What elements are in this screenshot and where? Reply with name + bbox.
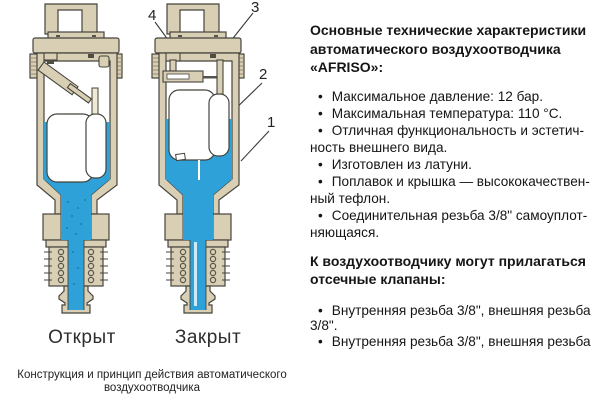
spring-coils bbox=[57, 248, 95, 284]
lever-closed bbox=[162, 52, 224, 95]
spring-coils bbox=[179, 248, 217, 284]
state-label-open: Открыт bbox=[48, 327, 116, 348]
state-label-closed: Закрыт bbox=[174, 327, 242, 348]
callout-4: 4 bbox=[148, 7, 157, 24]
air-vent-diagram: 1 2 3 4 Открыт Закрыт Конструкция и прин… bbox=[17, 0, 287, 394]
lever-open bbox=[37, 52, 110, 104]
feature-item: Максимальное давление: 12 бар. bbox=[310, 88, 598, 105]
feature-item: Соединительная резьба 3/8" самоуплот- ня… bbox=[310, 207, 598, 241]
feature-item: Изготовлен из латуни. bbox=[310, 156, 598, 173]
callout-2: 2 bbox=[259, 66, 268, 83]
callout-1: 1 bbox=[267, 114, 276, 131]
valve-options-list: Внутренняя резьба 3/8", внешняя резьба 3… bbox=[310, 303, 598, 350]
features-list: Максимальное давление: 12 бар. Максималь… bbox=[310, 88, 598, 241]
figure-caption: Конструкция и принцип действия автоматич… bbox=[17, 369, 287, 394]
callout-3: 3 bbox=[251, 0, 260, 16]
air-vent-open-illustration bbox=[29, 3, 123, 314]
float-down bbox=[46, 87, 107, 183]
specs-panel: Основные технические характеристики авто… bbox=[310, 21, 598, 349]
feature-item: Отличная функциональность и эстетич- нос… bbox=[310, 122, 598, 156]
valve-option-item: Внутренняя резьба 3/8", внешняя резьба bbox=[310, 334, 598, 350]
feature-item: Поплавок и крышка — высококачествен- ный… bbox=[310, 173, 598, 207]
flow-speckles bbox=[66, 199, 86, 285]
feature-item: Максимальная температура: 110 °C. bbox=[310, 105, 598, 122]
air-vent-closed-illustration bbox=[151, 3, 245, 314]
valves-heading: К воздухоотводчику могут прилагаться отс… bbox=[310, 252, 586, 288]
valve-option-item: Внутренняя резьба 3/8", внешняя резьба 3… bbox=[310, 303, 598, 334]
specs-heading: Основные технические характеристики авто… bbox=[310, 22, 587, 75]
float-up bbox=[168, 89, 230, 180]
